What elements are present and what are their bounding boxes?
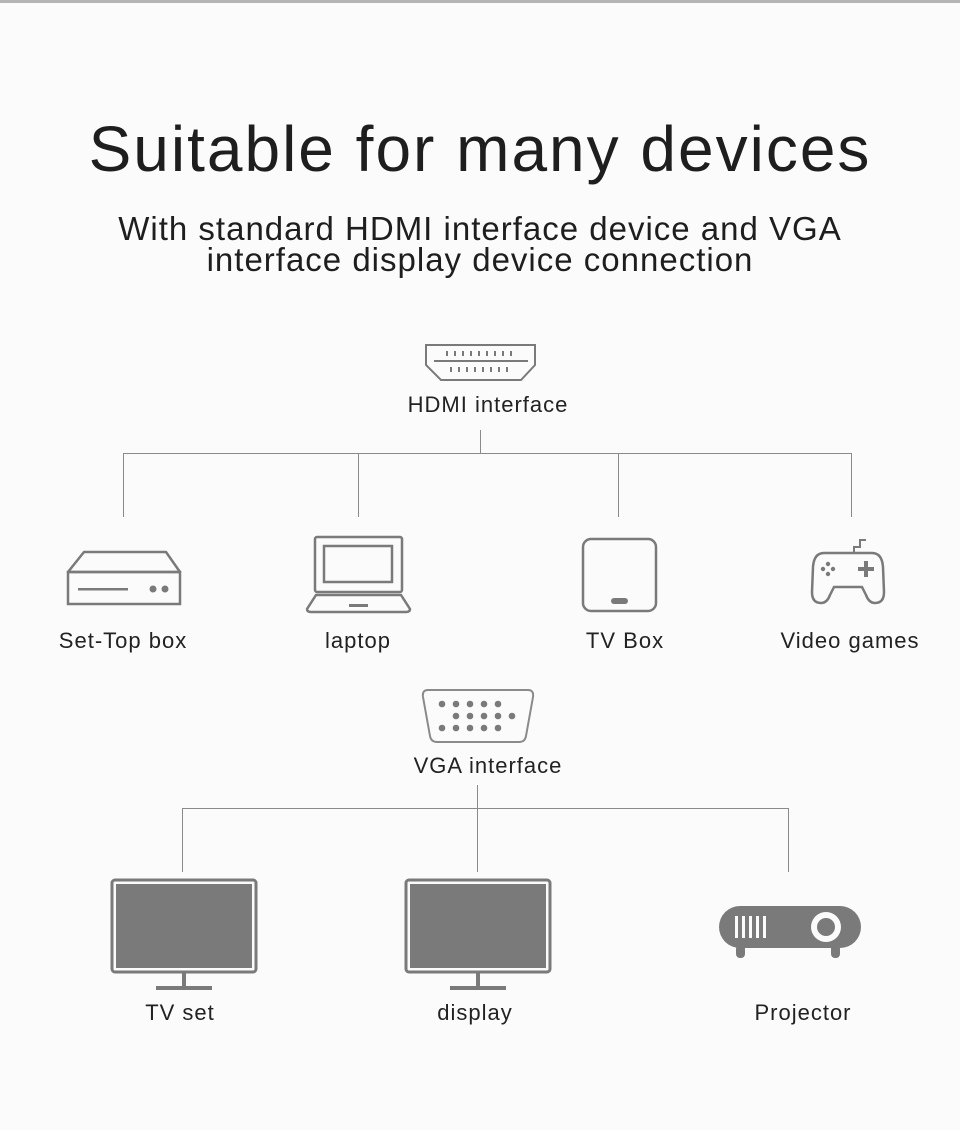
tv-set-label: TV set xyxy=(145,1000,215,1025)
projector-label: Projector xyxy=(754,1000,852,1025)
projector-icon xyxy=(719,906,861,958)
hdmi-tree-stem xyxy=(480,430,481,454)
set-top-box-icon xyxy=(66,550,182,606)
vga-branch-1 xyxy=(182,808,183,872)
subtitle-line-2: interface display device connection xyxy=(206,241,754,278)
hdmi-branch-1 xyxy=(123,453,124,517)
vga-branch-3 xyxy=(788,808,789,872)
hdmi-port-icon xyxy=(425,344,536,381)
vga-port-icon xyxy=(421,689,535,743)
monitor-icon xyxy=(404,878,552,990)
laptop-icon xyxy=(305,535,412,614)
set-top-box-label: Set-Top box xyxy=(58,628,188,653)
hdmi-branch-4 xyxy=(851,453,852,517)
hdmi-interface-label: HDMI interface xyxy=(407,392,569,417)
tv-box-icon xyxy=(581,537,658,613)
hdmi-branch-2 xyxy=(358,453,359,517)
vga-tree-bar xyxy=(182,808,789,809)
vga-tree-stem xyxy=(477,785,478,872)
vga-interface-label: VGA interface xyxy=(413,753,563,778)
hdmi-tree-bar xyxy=(123,453,852,454)
top-border xyxy=(0,0,960,3)
hdmi-branch-3 xyxy=(618,453,619,517)
laptop-label: laptop xyxy=(325,628,391,653)
video-games-label: Video games xyxy=(780,628,920,653)
subtitle-line-1: With standard HDMI interface device and … xyxy=(118,210,842,247)
display-label: display xyxy=(437,1000,513,1025)
gamepad-icon xyxy=(810,539,886,605)
page-title: Suitable for many devices xyxy=(88,113,872,185)
tv-box-label: TV Box xyxy=(585,628,665,653)
tv-icon xyxy=(110,878,258,990)
page-subtitle: With standard HDMI interface device and … xyxy=(0,210,960,278)
